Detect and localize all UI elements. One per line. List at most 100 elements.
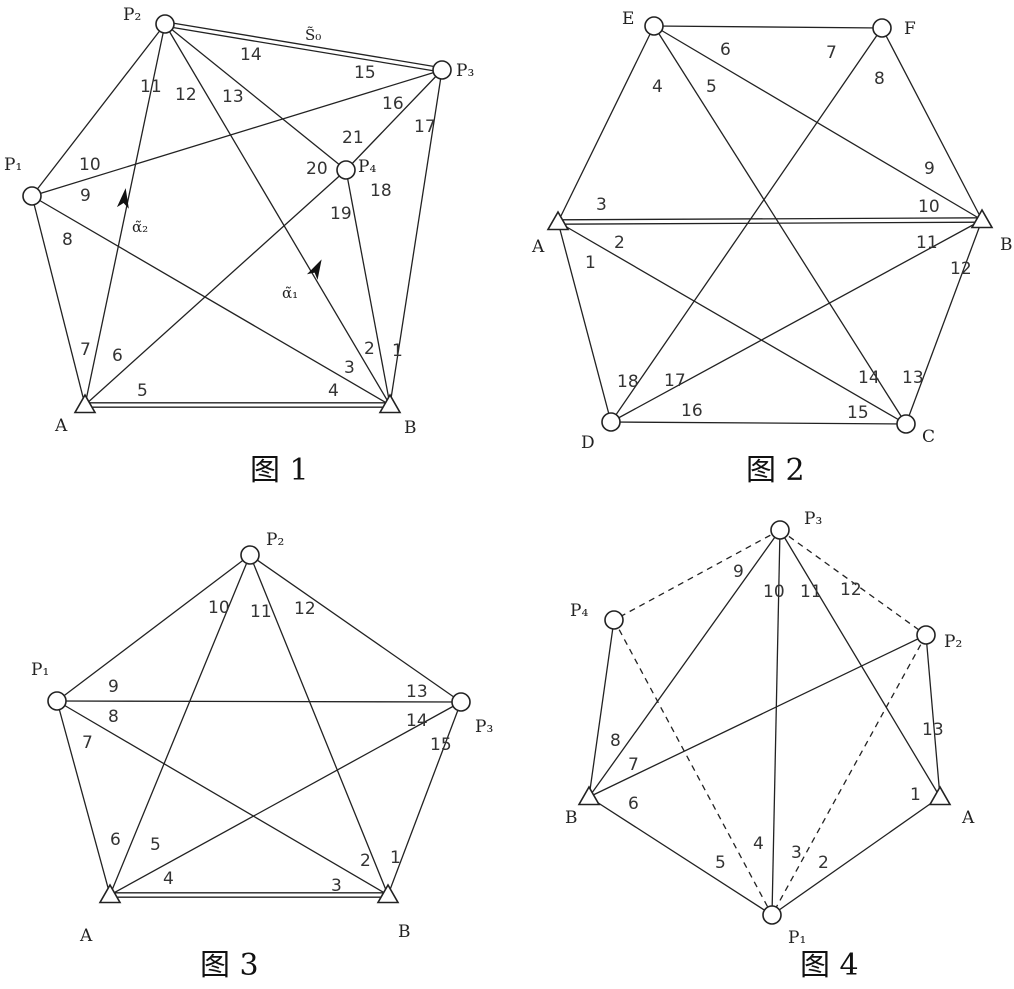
fig4-node-B-control-point xyxy=(577,785,601,806)
fig1-edge-number-8: 8 xyxy=(62,230,73,250)
fig3-node-P2-station xyxy=(240,545,260,565)
fig4-node-label-P4: P₄ xyxy=(570,601,588,621)
fig1-node-label-P1: P₁ xyxy=(4,155,22,175)
fig1-node-P4-station xyxy=(336,160,356,180)
fig3-edge-number-2: 2 xyxy=(360,851,371,871)
fig3-edge-P1-B xyxy=(56,700,389,896)
fig1-edge-P1-A xyxy=(31,195,86,406)
fig2-node-label-D: D xyxy=(581,433,595,453)
fig1-annotation-0: S̃₀ xyxy=(305,26,321,44)
fig1-edge-number-17: 17 xyxy=(414,117,436,137)
fig1-node-label-P4: P₄ xyxy=(358,157,376,177)
fig3-edge-P1-P3 xyxy=(56,700,462,703)
fig2-edge-number-9: 9 xyxy=(924,159,935,179)
fig3-edge-P3-B xyxy=(387,701,462,896)
fig3-edge-P2-P1 xyxy=(56,554,251,702)
fig2-edge-number-8: 8 xyxy=(874,69,885,89)
fig3-node-B-control-point xyxy=(376,883,400,904)
fig1-annotation-1: α̃₁ xyxy=(282,284,298,302)
fig4-edge-number-9: 9 xyxy=(733,562,744,582)
fig4-edge-P2-P1 xyxy=(771,634,927,916)
fig2-edge-number-1: 1 xyxy=(585,253,596,273)
fig1-edge-P1-B xyxy=(31,195,391,406)
fig4-edge-number-12: 12 xyxy=(840,580,862,600)
fig2-edge-number-7: 7 xyxy=(826,43,837,63)
fig1-node-P1-station xyxy=(22,186,42,206)
fig1-edge-number-3: 3 xyxy=(344,358,355,378)
fig1-arrowhead-icon xyxy=(116,188,129,209)
fig4-node-P3-station xyxy=(770,520,790,540)
fig1-arrowhead-icon xyxy=(306,259,322,280)
fig4-node-P2-station xyxy=(916,625,936,645)
fig2-node-A-control-point xyxy=(546,210,570,231)
fig2-edge-B-D xyxy=(610,219,983,423)
fig1-edge-number-7: 7 xyxy=(80,340,91,360)
fig4-edge-number-13: 13 xyxy=(922,720,944,740)
fig3-node-A-control-point xyxy=(98,883,122,904)
fig1-node-P2-station xyxy=(155,14,175,34)
fig1-edge-number-13: 13 xyxy=(222,87,244,107)
fig2-node-label-A: A xyxy=(531,237,545,257)
fig1-edge-P2-P1 xyxy=(31,23,166,197)
fig4-node-label-B: B xyxy=(565,808,578,828)
fig4-edge-P3-B xyxy=(588,529,781,798)
fig2-edge-A-C xyxy=(557,221,907,425)
fig1-azimuth-arrow-icon xyxy=(116,188,129,209)
fig3-edge-number-8: 8 xyxy=(108,707,119,727)
fig2-edge-E-F xyxy=(653,25,883,29)
fig2-node-D-station xyxy=(601,412,621,432)
fig2-node-B-control-point xyxy=(970,208,994,229)
fig1-azimuth-arrow-icon xyxy=(306,259,322,280)
fig1-node-P3-station xyxy=(432,60,452,80)
fig3-edge-number-4: 4 xyxy=(163,869,174,889)
fig3-edge-number-1: 1 xyxy=(390,848,401,868)
fig4-node-label-A: A xyxy=(961,808,975,828)
fig2-edge-E-C xyxy=(653,25,907,425)
fig3-caption: 图 3 xyxy=(200,948,259,983)
fig2-edge-number-4: 4 xyxy=(652,77,663,97)
fig3-node-label-P2: P₂ xyxy=(266,530,284,550)
fig3-node-P3-station xyxy=(451,692,471,712)
fig4-edge-P4-P1 xyxy=(613,619,773,916)
fig2-edge-number-2: 2 xyxy=(614,233,625,253)
fig2-edge-number-14: 14 xyxy=(858,368,880,388)
fig3-node-label-P3: P₃ xyxy=(475,717,493,737)
fig1-node-label-B: B xyxy=(404,418,417,438)
fig4-edge-P2-A xyxy=(925,634,941,798)
fig1-edge-P2-A xyxy=(84,23,166,406)
fig1-edge-P2-P4 xyxy=(164,23,347,171)
fig1-node-A-control-point xyxy=(73,393,97,414)
fig2-edge-F-D xyxy=(610,27,883,423)
fig3-edge-P3-A xyxy=(109,701,462,896)
fig1-edge-number-15: 15 xyxy=(354,63,376,83)
fig3-node-P1-station xyxy=(47,691,67,711)
fig4-edge-number-5: 5 xyxy=(715,853,726,873)
fig3-edge-number-6: 6 xyxy=(110,830,121,850)
fig3-edge-number-14: 14 xyxy=(406,711,428,731)
fig1-edge-number-4: 4 xyxy=(328,381,339,401)
fig1-group xyxy=(31,21,443,408)
fig1-edge-number-9: 9 xyxy=(80,186,91,206)
fig2-edge-number-11: 11 xyxy=(916,233,938,253)
fig4-node-label-P3: P₃ xyxy=(804,509,822,529)
fig1-edge-P2-B xyxy=(164,23,391,406)
fig4-edge-P3-P2 xyxy=(779,529,927,636)
fig1-edge-number-20: 20 xyxy=(306,159,328,179)
fig4-group xyxy=(588,529,941,916)
fig2-edge-number-6: 6 xyxy=(720,40,731,60)
fig3-edge-number-15: 15 xyxy=(430,735,452,755)
fig4-edge-P2-B xyxy=(588,634,927,798)
fig3-edge-number-5: 5 xyxy=(150,835,161,855)
fig4-edge-number-8: 8 xyxy=(610,731,621,751)
fig2-node-label-E: E xyxy=(622,9,634,29)
fig1-edge-P2-P3 xyxy=(164,25,442,73)
fig4-edge-number-11: 11 xyxy=(800,582,822,602)
fig1-edge-P2-P3-parallel xyxy=(165,21,443,69)
fig2-edge-E-A xyxy=(557,25,655,223)
fig1-edge-number-11: 11 xyxy=(140,77,162,97)
fig4-edge-number-4: 4 xyxy=(753,834,764,854)
fig2-node-label-B: B xyxy=(1000,235,1013,255)
fig1-edge-number-5: 5 xyxy=(137,381,148,401)
fig1-node-label-P2: P₂ xyxy=(123,5,141,25)
